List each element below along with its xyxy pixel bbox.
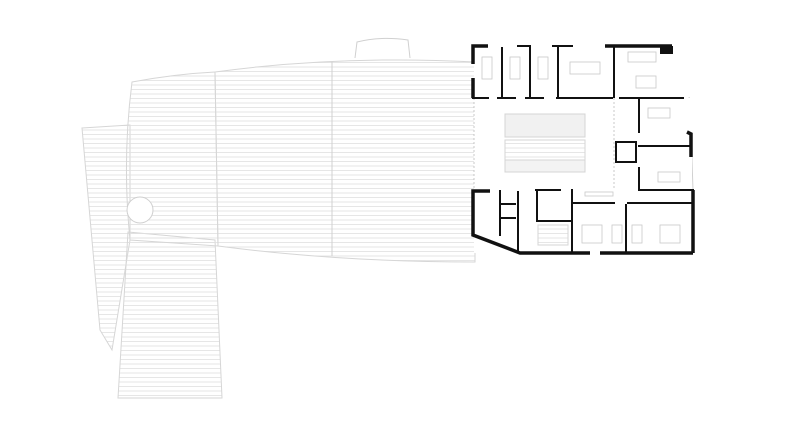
furniture: [481, 51, 681, 244]
roof-main: [214, 59, 476, 263]
stair-void: [504, 113, 586, 138]
stair-secondary: [537, 224, 569, 246]
terrace-ramp: [117, 231, 223, 399]
building-interior: [473, 47, 692, 253]
column-circle: [126, 196, 154, 224]
corner-column: [660, 46, 673, 54]
walls: [471, 44, 695, 255]
roof-canopy: [354, 37, 411, 59]
core-shaft: [615, 141, 637, 163]
stair: [504, 139, 586, 161]
terrace-left: [81, 124, 131, 352]
site-terraces: [81, 37, 694, 399]
